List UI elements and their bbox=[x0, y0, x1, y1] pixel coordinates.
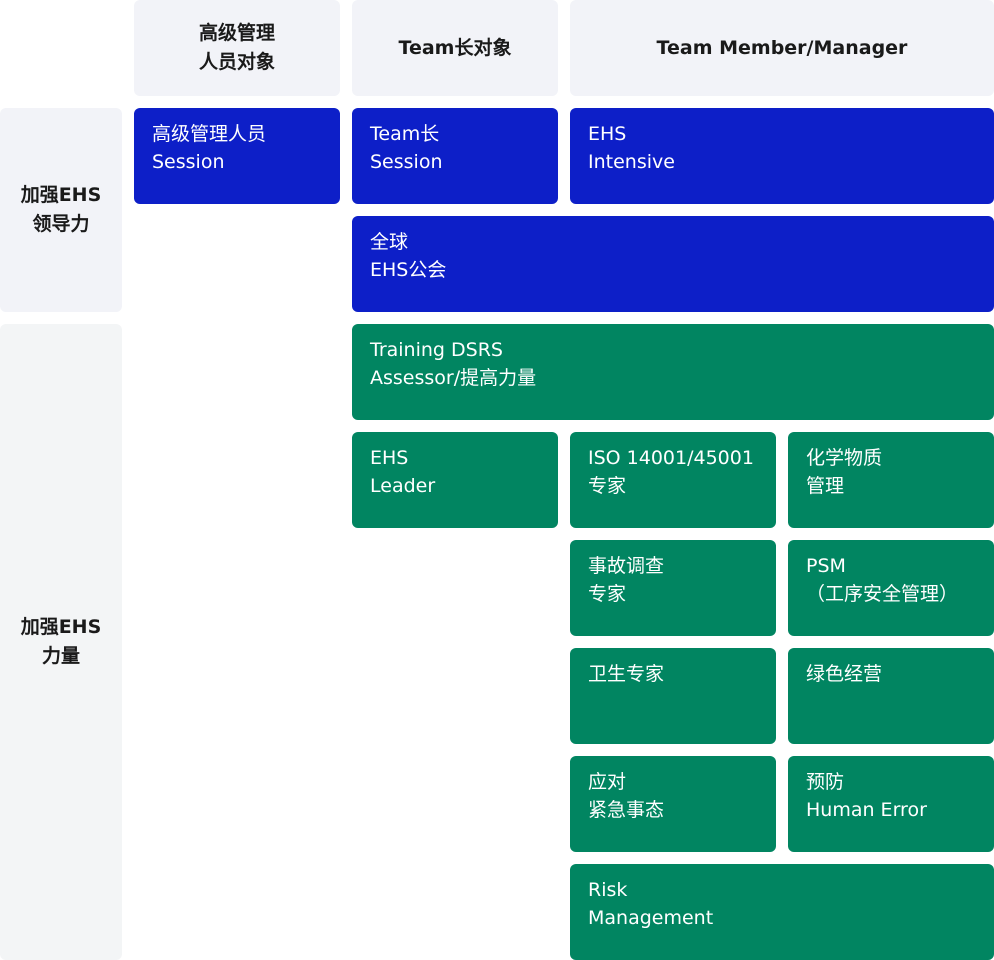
program-team-lead-session: Team长 Session bbox=[352, 108, 558, 204]
row-ehs-leadership-line2: 领导力 bbox=[32, 213, 90, 235]
program-human-error-line2: Human Error bbox=[806, 799, 927, 821]
program-team-lead-session-line2: Session bbox=[370, 151, 443, 173]
program-risk-management-line2: Management bbox=[588, 907, 714, 929]
header-senior-management-line1: 高级管理 bbox=[198, 22, 275, 44]
program-exec-session-line2: Session bbox=[152, 151, 225, 173]
program-iso-expert-line2: 专家 bbox=[588, 475, 627, 497]
header-team-lead: Team长对象 bbox=[352, 0, 558, 96]
program-global-ehs-council-line2: EHS公会 bbox=[370, 259, 447, 281]
program-hygiene-expert-line1: 卫生专家 bbox=[588, 663, 665, 685]
row-ehs-capability-line1: 加强EHS bbox=[20, 616, 102, 638]
header-team-member-manager: Team Member/Manager bbox=[570, 0, 994, 96]
header-team-member-manager-label: Team Member/Manager bbox=[656, 36, 908, 59]
program-psm: PSM （工序安全管理） bbox=[788, 540, 994, 636]
program-hygiene-expert: 卫生专家 bbox=[570, 648, 776, 744]
program-psm-line1: PSM bbox=[806, 555, 846, 577]
row-ehs-leadership-line1: 加强EHS bbox=[20, 184, 102, 206]
program-green-management: 绿色经营 bbox=[788, 648, 994, 744]
program-iso-expert-line1: ISO 14001/45001 bbox=[588, 447, 754, 469]
program-chemical-management: 化学物质 管理 bbox=[788, 432, 994, 528]
program-ehs-leader-line1: EHS bbox=[370, 447, 409, 469]
program-ehs-leader-line2: Leader bbox=[370, 475, 436, 497]
program-training-dsrs: Training DSRS Assessor/提高力量 bbox=[352, 324, 994, 420]
program-exec-session-line1: 高级管理人员 bbox=[152, 123, 267, 145]
program-emergency-response: 应对 紧急事态 bbox=[570, 756, 776, 852]
program-chemical-management-line1: 化学物质 bbox=[806, 447, 883, 469]
program-human-error: 预防 Human Error bbox=[788, 756, 994, 852]
program-ehs-intensive-line1: EHS bbox=[588, 123, 627, 145]
program-training-dsrs-line2: Assessor/提高力量 bbox=[370, 367, 537, 389]
program-chemical-management-line2: 管理 bbox=[806, 475, 845, 497]
header-senior-management: 高级管理 人员对象 bbox=[134, 0, 340, 96]
program-global-ehs-council-line1: 全球 bbox=[370, 231, 409, 253]
row-ehs-leadership: 加强EHS 领导力 bbox=[0, 108, 122, 312]
program-risk-management-line1: Risk bbox=[588, 879, 628, 901]
program-emergency-response-line1: 应对 bbox=[588, 771, 627, 793]
program-incident-investigation-line1: 事故调查 bbox=[588, 555, 665, 577]
program-training-dsrs-line1: Training DSRS bbox=[370, 339, 503, 361]
program-human-error-line1: 预防 bbox=[806, 771, 845, 793]
header-senior-management-line2: 人员对象 bbox=[198, 51, 275, 73]
program-exec-session: 高级管理人员 Session bbox=[134, 108, 340, 204]
program-psm-line2: （工序安全管理） bbox=[806, 583, 959, 605]
program-green-management-line1: 绿色经营 bbox=[806, 663, 883, 685]
program-iso-expert: ISO 14001/45001 专家 bbox=[570, 432, 776, 528]
program-global-ehs-council: 全球 EHS公会 bbox=[352, 216, 994, 312]
row-ehs-capability-line2: 力量 bbox=[41, 645, 80, 667]
program-team-lead-session-line1: Team长 bbox=[370, 123, 440, 145]
program-emergency-response-line2: 紧急事态 bbox=[588, 799, 665, 821]
program-ehs-intensive: EHS Intensive bbox=[570, 108, 994, 204]
program-risk-management: Risk Management bbox=[570, 864, 994, 960]
row-ehs-capability: 加强EHS 力量 bbox=[0, 324, 122, 960]
program-ehs-leader: EHS Leader bbox=[352, 432, 558, 528]
program-incident-investigation-line2: 专家 bbox=[588, 583, 627, 605]
program-incident-investigation: 事故调查 专家 bbox=[570, 540, 776, 636]
header-team-lead-label: Team长对象 bbox=[398, 36, 512, 59]
program-ehs-intensive-line2: Intensive bbox=[588, 151, 675, 173]
